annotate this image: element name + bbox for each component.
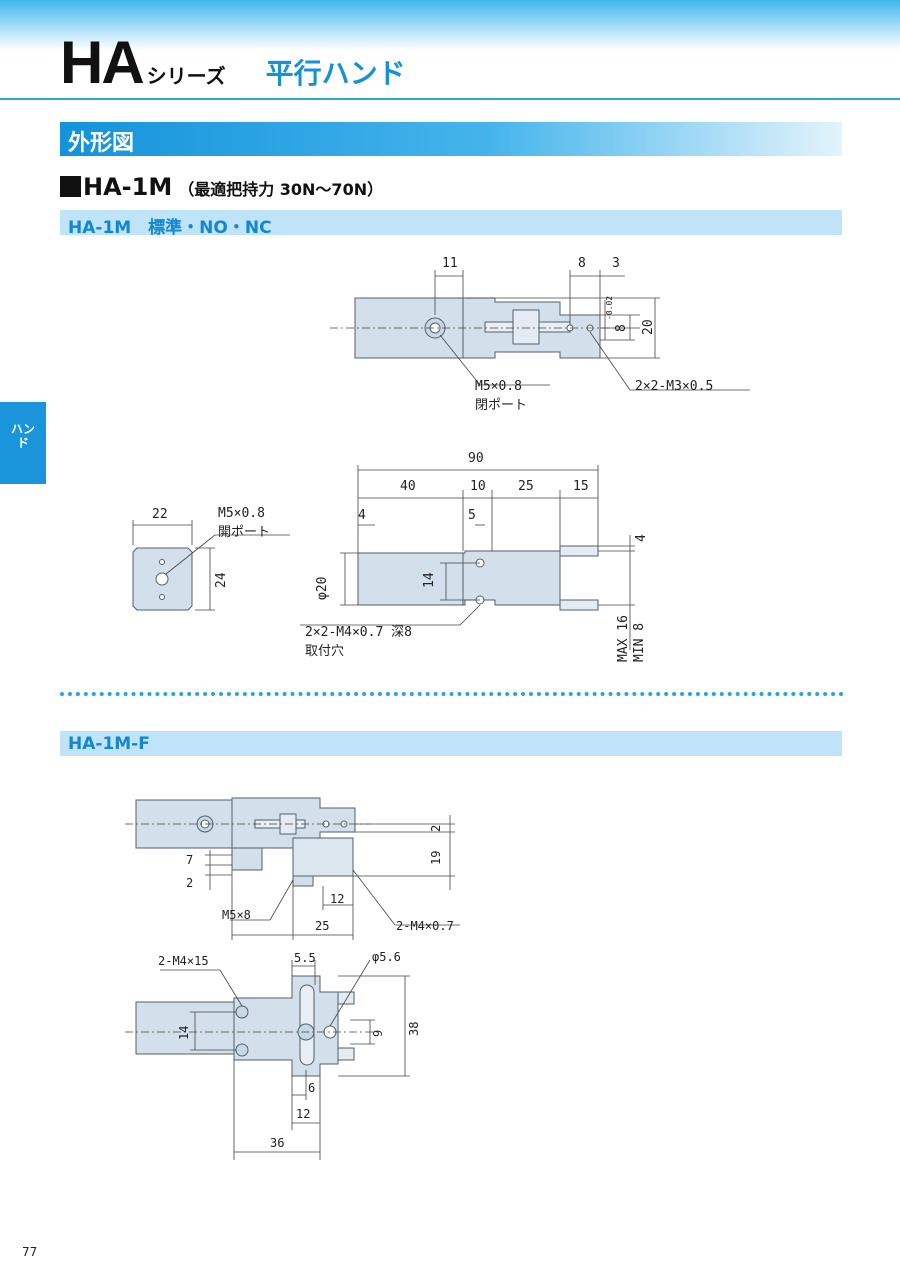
- jaw-block-top: [512, 309, 540, 345]
- side-tab-label: ハンド: [11, 422, 36, 450]
- section-divider: [60, 692, 844, 696]
- end-hole-top: [159, 559, 165, 565]
- dim-8-tol: 8: [614, 324, 629, 332]
- header-rule: [0, 98, 900, 100]
- product-name: 平行ハンド: [265, 57, 406, 90]
- f-bolt-top: [235, 1005, 249, 1019]
- f-dim-6: 6: [308, 1081, 315, 1095]
- end-dim-22: 22: [152, 507, 168, 522]
- f-finger-down: [337, 1047, 355, 1061]
- jaw-housing-side: [462, 550, 561, 606]
- subheading-standard-title: HA-1M 標準・NO・NC: [68, 218, 272, 238]
- section-heading: 外形図: [60, 122, 842, 156]
- port-top-label: 閉ポート: [475, 398, 527, 413]
- dim-40: 40: [400, 479, 416, 494]
- subheading-f: HA-1M-F: [60, 731, 842, 756]
- dim-10: 10: [470, 479, 486, 494]
- dim-4-right: 4: [634, 534, 649, 542]
- f-mount-plate: [292, 837, 354, 877]
- thread-top-right: 2×2-M3×0.5: [635, 379, 713, 394]
- cylinder-body-side: [357, 552, 464, 606]
- f-dim-2b: 2: [186, 876, 193, 890]
- f-dim-14: 14: [177, 1026, 191, 1040]
- f-dim-9: 9: [371, 1030, 385, 1037]
- dim-3: 3: [612, 256, 620, 271]
- dim-max-16: MAX 16: [616, 615, 631, 662]
- f-m5: M5×8: [222, 908, 251, 922]
- dim-4-left: 4: [358, 508, 366, 523]
- dim-14: 14: [422, 572, 437, 588]
- f-dim-38: 38: [407, 1022, 421, 1036]
- f-dim-7: 7: [186, 853, 193, 867]
- dim-8: 8: [578, 256, 586, 271]
- dim-tol: -0.02: [605, 296, 614, 320]
- dim-min-8: MIN 8: [632, 623, 647, 662]
- f-finger-up: [337, 991, 355, 1005]
- f-dim-36: 36: [270, 1136, 284, 1150]
- mount-label: 取付穴: [305, 644, 344, 659]
- end-view-port: [155, 572, 169, 586]
- model-spec: （最適把持力 30N～70N）: [178, 180, 384, 199]
- drawing-f: 2 19 7 2 12 25 M5×8 2-M4×0.7 2-M4×15 5.5…: [125, 797, 460, 1160]
- f-bottom-view: [135, 975, 355, 1077]
- subheading-standard: HA-1M 標準・NO・NC: [60, 210, 842, 238]
- page-title: HA シリーズ 平行ハンド: [60, 33, 406, 93]
- dim-11: 11: [442, 256, 458, 271]
- section-title: 外形図: [68, 131, 135, 156]
- drawing-standard: 11 8 3 8 -0.02 20 M5×0.8 閉ポート 2×2-M3×0.5…: [132, 256, 750, 662]
- dim-dia-20: φ20: [315, 577, 330, 600]
- subheading-f-title: HA-1M-F: [68, 734, 150, 754]
- series-suffix: シリーズ: [146, 64, 226, 88]
- end-view: [132, 547, 193, 611]
- model-name: HA-1M: [83, 173, 173, 201]
- f-housing-bottom: [233, 975, 339, 1077]
- side-tab-hand[interactable]: ハンド: [0, 402, 46, 484]
- f-dim-25: 25: [315, 919, 329, 933]
- f-top-view: [135, 797, 356, 887]
- page-number: 77: [22, 1245, 38, 1259]
- f-foot-right: [292, 875, 314, 887]
- f-foot-left: [231, 847, 263, 871]
- mount-thread: 2×2-M4×0.7 深8: [305, 625, 412, 640]
- dim-15: 15: [573, 479, 589, 494]
- series-code: HA: [60, 29, 145, 96]
- f-m4x15: 2-M4×15: [158, 954, 209, 968]
- f-dim-2: 2: [429, 825, 443, 832]
- end-hole-bottom: [159, 594, 165, 600]
- f-dim-12: 12: [330, 892, 344, 906]
- model-heading: HA-1M （最適把持力 30N～70N）: [60, 173, 383, 201]
- f-m4: 2-M4×0.7: [396, 919, 454, 933]
- f-bolt-bottom: [235, 1043, 249, 1057]
- finger-upper: [559, 545, 599, 557]
- dim-5: 5: [468, 508, 476, 523]
- dim-25: 25: [518, 479, 534, 494]
- f-dim-19: 19: [429, 851, 443, 865]
- square-bullet-icon: [60, 176, 81, 197]
- end-port-label: 開ポート: [218, 525, 270, 540]
- side-view: [357, 545, 599, 611]
- f-dim-12b: 12: [296, 1107, 310, 1121]
- port-top-thread: M5×0.8: [475, 379, 522, 394]
- finger-lower: [559, 599, 599, 611]
- dim-20-top: 20: [641, 319, 656, 335]
- end-port-thread: M5×0.8: [218, 506, 265, 521]
- end-dim-24: 24: [214, 572, 229, 588]
- header-band: [0, 0, 900, 50]
- dim-90: 90: [468, 451, 484, 466]
- f-dim-5-5: 5.5: [294, 951, 316, 965]
- f-dia-5-6: φ5.6: [372, 950, 401, 964]
